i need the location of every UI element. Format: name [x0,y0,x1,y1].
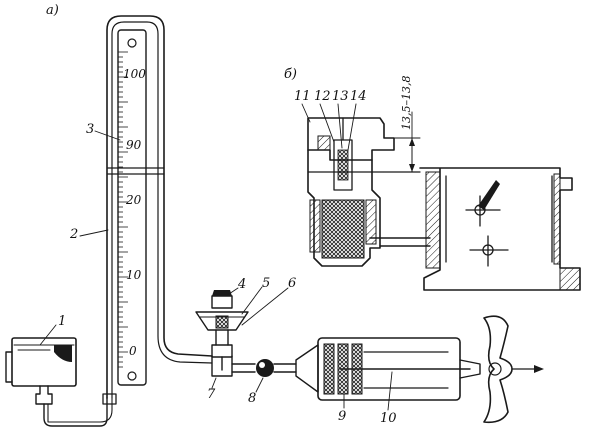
scale-label-10: 10 [126,268,142,282]
panel-label-b: б) [284,67,297,82]
callouts-a [39,130,393,411]
fuel-pump [295,315,544,424]
callout-14: 14 [350,89,367,104]
scale-ticks [118,51,128,368]
callout-12: 12 [314,89,331,104]
callout-13: 13 [332,89,349,104]
callout-10: 10 [380,411,397,426]
callout-5: 5 [262,276,270,291]
scale-label-100: 100 [123,67,146,81]
callout-4: 4 [237,277,246,292]
callout-11: 11 [294,89,311,104]
scale-label-90: 90 [126,138,142,152]
callout-7: 7 [207,387,216,402]
float-valve [195,290,249,371]
scale-label-0: 0 [129,344,137,358]
tee-and-valve [211,355,297,377]
callout-9: 9 [338,409,346,424]
callouts-b [301,103,357,151]
measurement-scale [107,29,165,386]
callout-2: 2 [69,227,78,242]
scale-label-20: 20 [125,193,142,207]
callout-6: 6 [288,276,296,291]
dimension-label: 13,5–13,8 [400,76,413,130]
panel-label-a: а) [46,3,59,18]
fuel-vessel [5,337,117,427]
callout-3: 3 [86,122,94,137]
glass-tube [106,15,213,399]
carburetor-section [307,111,581,291]
callout-8: 8 [248,391,256,406]
callout-1: 1 [58,314,66,329]
